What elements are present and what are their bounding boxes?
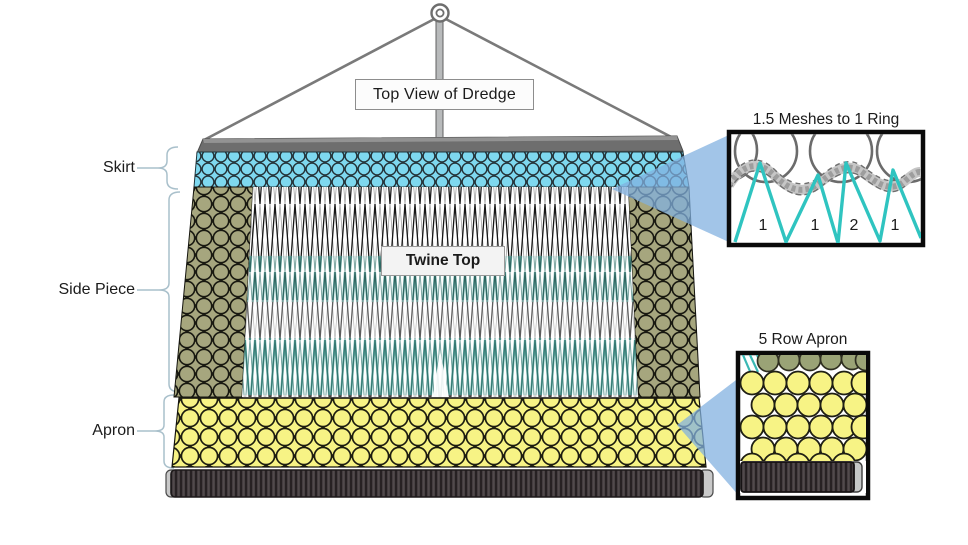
label-braces	[137, 146, 181, 469]
side-ring-row	[756, 355, 866, 373]
apron-label: Apron	[92, 422, 135, 439]
mesh-zoom-connector	[612, 134, 731, 243]
mesh-count-1: 1	[758, 217, 768, 234]
twine-top-mesh	[242, 187, 638, 397]
skirt-label: Skirt	[103, 159, 135, 176]
mesh-count-4: 1	[890, 217, 900, 234]
side-piece-mesh	[173, 186, 701, 398]
apron-detail-inset	[735, 350, 871, 501]
twine-top-label: Twine Top	[381, 246, 505, 276]
dredge-frame-bar	[196, 135, 684, 154]
apron-ring-rows	[740, 370, 866, 478]
apron-mesh	[171, 397, 707, 468]
diagram-title: Top View of Dredge	[355, 79, 534, 110]
club-stick	[165, 469, 714, 498]
mesh-count-2: 1	[810, 217, 820, 234]
apron-inset-title: 5 Row Apron	[758, 331, 848, 348]
apron-zoom-connector	[677, 377, 740, 497]
mesh-inset-title: 1.5 Meshes to 1 Ring	[752, 111, 900, 128]
side-piece-label: Side Piece	[58, 281, 136, 298]
club-stick-detail	[740, 461, 866, 493]
towing-ropes	[203, 3, 678, 142]
mesh-detail-inset	[726, 129, 926, 248]
mesh-count-3: 2	[849, 217, 859, 234]
zoom-connectors	[612, 134, 740, 497]
skirt-mesh	[193, 151, 690, 188]
twine-meshes	[733, 161, 921, 243]
